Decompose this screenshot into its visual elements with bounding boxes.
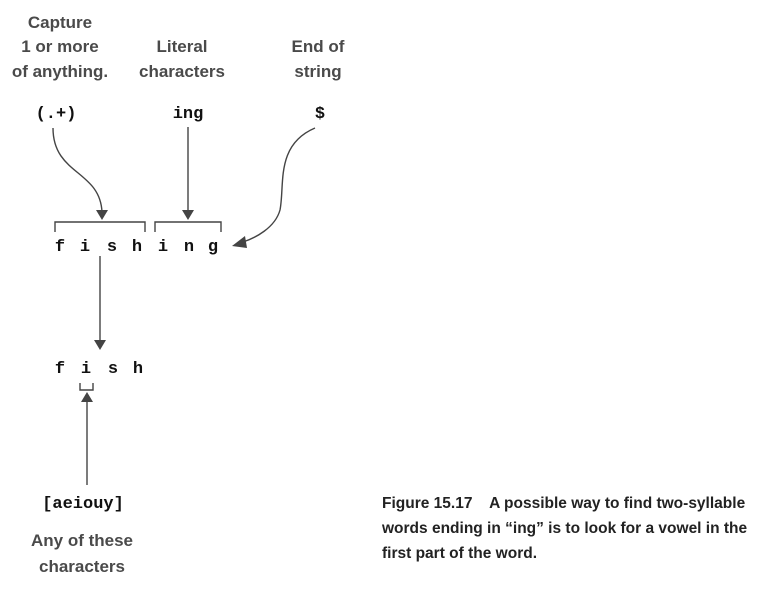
arrowhead-icon <box>182 210 194 220</box>
code-vowels: [aeiouy] <box>42 495 124 514</box>
end-arrow <box>242 127 316 243</box>
code-capture: (.+) <box>36 105 77 124</box>
word-letter: n <box>184 238 194 257</box>
literal-bracket <box>154 221 222 232</box>
arrowhead-icon <box>96 210 108 220</box>
figure-caption-line-1: Figure 15.17 A possible way to find two-… <box>382 495 746 512</box>
label-end-2: string <box>294 62 341 81</box>
code-end: $ <box>315 105 325 124</box>
word-letter: s <box>107 238 117 257</box>
code-literal: ing <box>173 105 204 124</box>
arrowhead-icon <box>81 392 93 402</box>
stem-letter: h <box>133 360 143 379</box>
capture-arrow <box>52 127 103 213</box>
arrowhead-icon <box>94 340 106 350</box>
label-literal-1: Literal <box>156 37 207 56</box>
label-capture-2: 1 or more <box>21 37 98 56</box>
arrowhead-icon <box>232 236 247 248</box>
label-capture-1: Capture <box>28 13 92 32</box>
word-letter: h <box>132 238 142 257</box>
word-letter: f <box>55 238 65 257</box>
word-letter: i <box>158 238 168 257</box>
stem-letter: f <box>55 360 65 379</box>
stem-letter: s <box>108 360 118 379</box>
label-end-1: End of <box>292 37 345 56</box>
stem-letter: i <box>81 360 91 379</box>
capture-bracket <box>54 221 146 232</box>
label-literal-2: characters <box>139 62 225 81</box>
label-capture-3: of anything. <box>12 62 108 81</box>
word-letter: g <box>208 238 218 257</box>
word-letter: i <box>80 238 90 257</box>
figure-caption-line-2: words ending in “ing” is to look for a v… <box>381 520 748 537</box>
label-any-2: characters <box>39 557 125 576</box>
vowel-bracket <box>79 383 94 391</box>
label-any-1: Any of these <box>31 531 133 550</box>
figure-caption-line-3: first part of the word. <box>382 545 537 562</box>
